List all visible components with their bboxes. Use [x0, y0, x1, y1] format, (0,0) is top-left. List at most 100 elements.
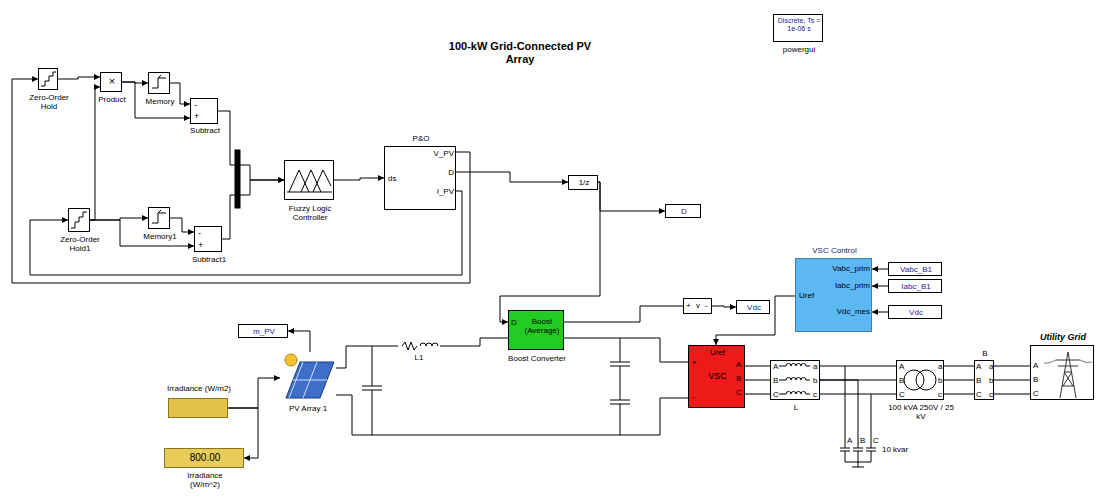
block-label: 1/z [569, 178, 599, 187]
utility-grid: ABCUtility Grid [1030, 345, 1094, 400]
subtract-block: -+Subtract [190, 98, 218, 124]
signal-line [500, 182, 600, 322]
signal-line [334, 178, 384, 180]
block-label: Discrete, Ts = 1e-06 s [775, 17, 823, 33]
signal-line [716, 296, 795, 345]
signal-line [872, 269, 888, 270]
signal-line [228, 378, 280, 408]
fuzzy-controller: Fuzzy Logic Controller [284, 160, 334, 200]
block-label: - [692, 392, 700, 401]
block-label: b [813, 376, 821, 385]
dc-return-wire [336, 395, 688, 435]
block-label: B [1033, 375, 1041, 384]
signal-line [712, 306, 736, 307]
zero-order-hold: Zero-Order Hold [38, 68, 58, 90]
block-label: C [976, 390, 984, 399]
pv-capacitor [362, 346, 382, 435]
block-label: b [989, 376, 997, 385]
block-label: A [976, 362, 984, 371]
zoh-icon [41, 72, 56, 86]
power-wire [336, 346, 398, 368]
block-label: 10 kvar [882, 445, 922, 454]
power-wire [820, 380, 858, 435]
block-label: Uref [799, 291, 829, 300]
inductor-block: ABCabcL [770, 360, 820, 400]
display-block: 800.00Irradiance (W/m^2) [164, 448, 244, 468]
block-label: b [938, 376, 946, 385]
block-label: - [198, 228, 208, 238]
block-label: D [666, 207, 702, 216]
block-label: m_PV [239, 327, 289, 336]
block-label: L [771, 403, 821, 412]
signal-line [170, 218, 194, 232]
from-tag: Vabc_B1 [888, 262, 942, 276]
pv-panel [285, 354, 334, 398]
block-label: A [773, 362, 781, 371]
block-label: + [194, 111, 204, 121]
block-label: + [198, 240, 208, 250]
block-label: Zero-Order Hold1 [54, 235, 106, 253]
powergui-block: Discrete, Ts = 1e-06 spowergui [773, 14, 823, 42]
vsc-control: VSC ControlVabc_primIabc_primVdc_mesUref [795, 258, 872, 332]
block-label: Utility Grid [1025, 332, 1098, 342]
dc-capacitors [610, 338, 630, 435]
inductor-l1 [402, 342, 438, 350]
block-label: B [860, 436, 868, 445]
block-label: + [686, 301, 692, 310]
subtract-block: -+Subtract1 [194, 226, 222, 252]
block-label: 800.00 [165, 452, 245, 464]
block-label: Boost Converter [499, 354, 575, 363]
block-label: P&O [385, 134, 457, 143]
signal-line [872, 312, 888, 313]
power-wire [994, 380, 1030, 381]
boost-converter: DBoost (Average)Boost Converter [508, 310, 564, 350]
block-label: ds [388, 174, 408, 183]
power-wire [944, 380, 974, 381]
bus-block: ABCabcB [974, 360, 994, 400]
block-label: 100 kVA 250V / 25 kV [885, 403, 957, 421]
signal-line [12, 79, 470, 283]
transformer: ABCabc100 kVA 250V / 25 kV [896, 360, 944, 400]
block-label: - [194, 100, 204, 110]
block-label: Memory [134, 97, 186, 106]
from-tag: Vdc [888, 305, 942, 319]
block-label: Vdc [737, 303, 771, 312]
signal-line [456, 172, 568, 182]
block-label: I_PV [421, 187, 454, 196]
goto-tag: D [665, 204, 701, 218]
signal-line [598, 182, 665, 211]
block-label: A [847, 436, 855, 445]
signal-line [222, 180, 284, 239]
goto-tag: m_PV [238, 324, 288, 338]
block-label: VSC Control [791, 246, 878, 255]
block-label: C [1033, 389, 1041, 398]
block-label: A [1033, 361, 1041, 370]
block-label: Vdc [889, 308, 943, 317]
unit-delay: 1/z [568, 175, 598, 190]
block-label: B [976, 376, 984, 385]
signal-line [90, 87, 100, 220]
grid-tower [1044, 352, 1092, 398]
goto-tag: Vdc [736, 300, 770, 314]
signal-line [122, 82, 190, 118]
block-label: Subtract1 [185, 255, 233, 264]
block-label: L1 [398, 353, 440, 362]
phase-wires [745, 366, 1030, 435]
block-label: C [873, 436, 881, 445]
memory-block: Memory1 [148, 207, 170, 229]
block-label: B [736, 374, 745, 383]
signal-line [288, 331, 310, 352]
block-label: B [975, 349, 995, 358]
block-label: A [736, 360, 745, 369]
block-label: c [938, 390, 946, 399]
block-label: V_PV [421, 149, 454, 158]
block-label: C [736, 388, 745, 397]
block-label: PV Array 1 [275, 404, 341, 413]
block-label: + [692, 358, 700, 367]
block-label: C [773, 390, 781, 399]
signal-line [872, 286, 888, 287]
inductor-coils [779, 364, 810, 394]
